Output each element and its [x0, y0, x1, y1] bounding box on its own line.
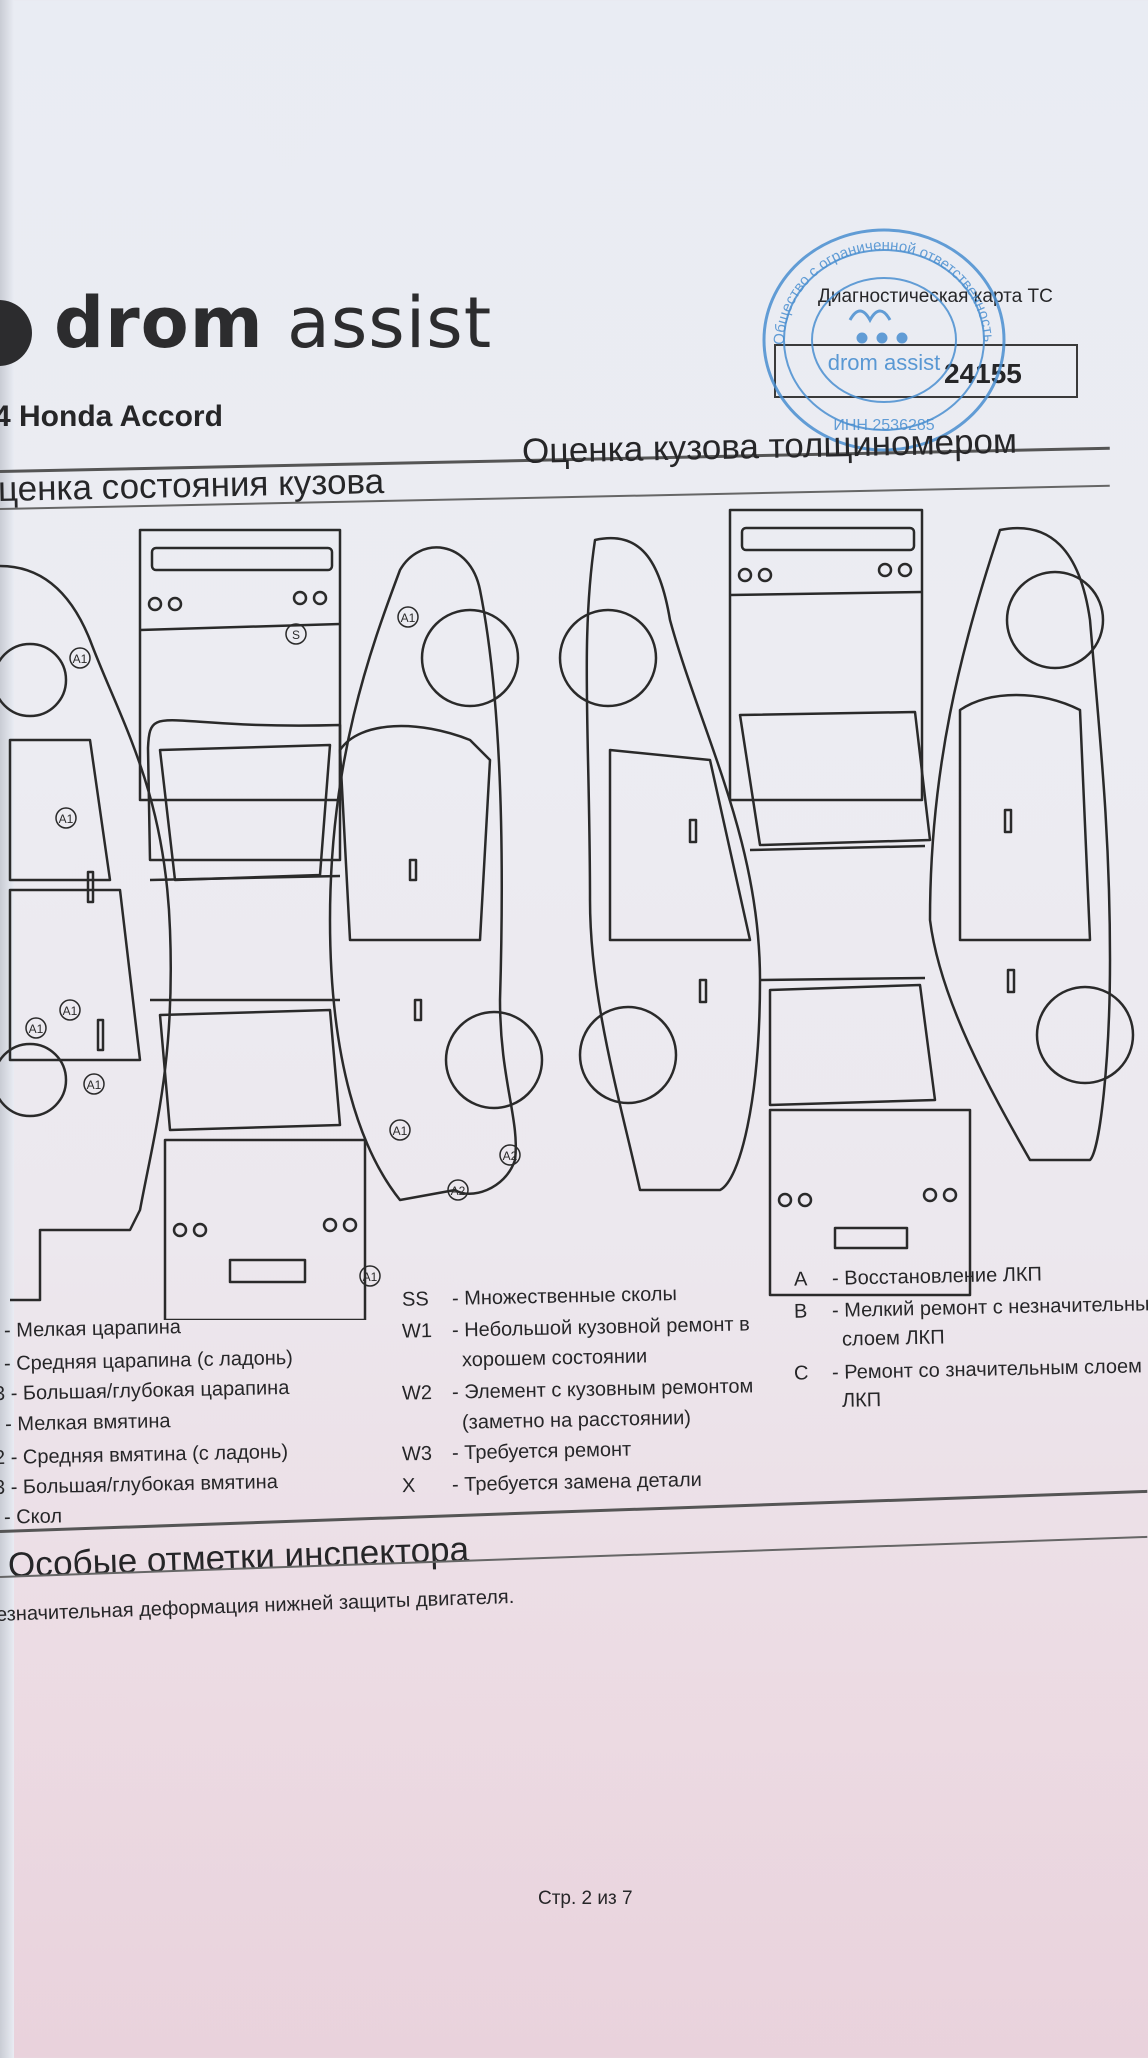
damage-mark-label: A2: [451, 1184, 466, 1198]
damage-mark: A1: [359, 1265, 381, 1287]
legend-text: слоем ЛКП: [841, 1326, 945, 1351]
drom-assist-logo-icon: [0, 300, 32, 366]
legend-code: A: [793, 1268, 808, 1291]
damage-mark-label: A1: [87, 1078, 102, 1092]
damage-mark: A1: [59, 999, 81, 1021]
damage-mark: A2: [447, 1179, 469, 1201]
legend-item: ЛКП: [794, 1389, 882, 1413]
logo-bold-text: drom: [54, 282, 264, 364]
legend-text: - Элемент с кузовным ремонтом: [451, 1375, 754, 1404]
legend-text: - Требуется замена детали: [451, 1468, 703, 1497]
legend-item: (заметно на расстоянии): [402, 1407, 691, 1435]
legend-code: C: [793, 1362, 809, 1385]
legend-col1: - Мелкая царапина - Средняя царапина (с …: [0, 1316, 384, 1548]
legend-code: W1: [401, 1320, 433, 1343]
stamp-outer-text: Общество с ограниченной ответственностью…: [754, 220, 997, 345]
paper-edge-shadow: [0, 0, 14, 2058]
legend-col3: A - Восстановление ЛКП B - Мелкий ремонт с …: [794, 1263, 1148, 1446]
legend-text: - Восстановление ЛКП: [831, 1263, 1043, 1290]
legend-code: X: [401, 1474, 416, 1498]
damage-mark: A2: [499, 1144, 521, 1166]
legend-text: (заметно на расстоянии): [461, 1406, 692, 1434]
legend-text: - Небольшой кузовной ремонт в: [451, 1313, 750, 1342]
svg-text:Общество с ограниченной ответс: Общество с ограниченной ответственностью…: [754, 220, 997, 345]
car-left-right-view: [328, 546, 544, 1202]
damage-mark-label: A1: [73, 652, 88, 666]
legend-code: [794, 1407, 832, 1408]
legend-text: ЛКП: [841, 1389, 882, 1412]
legend-code: [402, 1429, 452, 1430]
damage-mark: A1: [69, 647, 91, 669]
damage-mark-label: A2: [503, 1149, 518, 1163]
damage-mark-label: A1: [29, 1022, 44, 1036]
legend-code: SS: [401, 1288, 429, 1311]
damage-mark-label: S: [292, 628, 300, 642]
legend-item: 2 - Средняя вмятина (с ладонь): [0, 1440, 289, 1470]
car-right-left-view: [558, 537, 762, 1192]
legend-item: слоем ЛКП: [794, 1326, 945, 1351]
damage-mark-label: A1: [63, 1004, 78, 1018]
legend-item: - Средняя царапина (с ладонь): [3, 1346, 294, 1376]
legend-item: A - Восстановление ЛКП: [794, 1263, 1042, 1290]
diag-card-number: 24155: [944, 358, 1022, 389]
damage-mark: S: [285, 623, 307, 645]
damage-mark-label: A1: [363, 1270, 378, 1284]
legend-code: [794, 1346, 832, 1347]
damage-mark-label: A1: [401, 611, 416, 625]
legend-text: хорошем состоянии: [461, 1345, 648, 1372]
legend-item: C - Ремонт со значительным слоем: [794, 1355, 1142, 1384]
car-title: 4 Honda Accord: [0, 400, 223, 433]
company-stamp: Общество с ограниченной ответственностью…: [754, 220, 1006, 452]
legend-item: B - Мелкий ремонт с незначительны: [794, 1293, 1148, 1322]
legend-item: 3 - Большая/глубокая царапина: [0, 1376, 290, 1406]
page-number: Стр. 2 из 7: [538, 1888, 633, 1909]
legend-item: - Скол: [3, 1505, 63, 1529]
car-right-top-view: [728, 508, 972, 1297]
logo-light-text: assist: [286, 282, 493, 364]
damage-mark: A1: [55, 807, 77, 829]
legend-text: - Требуется ремонт: [451, 1438, 632, 1465]
legend-item: W2 - Элемент с кузовным ремонтом: [402, 1375, 754, 1404]
legend-item: W3 - Требуется ремонт: [402, 1439, 632, 1466]
drom-assist-logo: drom assist: [54, 282, 492, 364]
legend-code: W3: [401, 1442, 433, 1466]
legend-item: хорошем состоянии: [402, 1345, 648, 1372]
car-left-top-view: [138, 528, 367, 1320]
legend-item: W1 - Небольшой кузовной ремонт в: [402, 1313, 750, 1342]
damage-mark-label: A1: [393, 1124, 408, 1138]
legend-item: SS - Множественные сколы: [402, 1283, 677, 1311]
section-title-thickness: Оценка кузова толщиномером: [521, 421, 1018, 471]
legend-code: W2: [401, 1382, 433, 1405]
legend-code: [402, 1367, 452, 1368]
damage-mark-label: A1: [59, 812, 74, 826]
diag-card-number-box: [774, 344, 1078, 398]
legend-code: B: [793, 1300, 808, 1323]
car-left-side-view: [0, 564, 173, 1302]
stamp-lower-text: ИНН 2536285: [833, 417, 934, 434]
damage-mark: A1: [397, 606, 419, 628]
legend-item: - Мелкая царапина: [3, 1316, 182, 1342]
stamp-center-text: drom assist: [828, 350, 940, 375]
damage-mark: A1: [389, 1119, 411, 1141]
legend-text: - Ремонт со значительным слоем: [831, 1355, 1143, 1384]
inspector-note: езначительная деформация нижней защиты д…: [0, 1585, 515, 1626]
legend-item: . - Мелкая вмятина: [0, 1410, 171, 1436]
legend-text: - Мелкий ремонт с незначительны: [831, 1293, 1148, 1322]
legend-item: 3 - Большая/глубокая вмятина: [0, 1471, 279, 1499]
car-right-right-view: [928, 526, 1135, 1162]
damage-mark: A1: [83, 1073, 105, 1095]
legend-item: X - Требуется замена детали: [402, 1469, 702, 1497]
damage-mark: A1: [25, 1017, 47, 1039]
legend-text: - Множественные сколы: [451, 1283, 678, 1310]
